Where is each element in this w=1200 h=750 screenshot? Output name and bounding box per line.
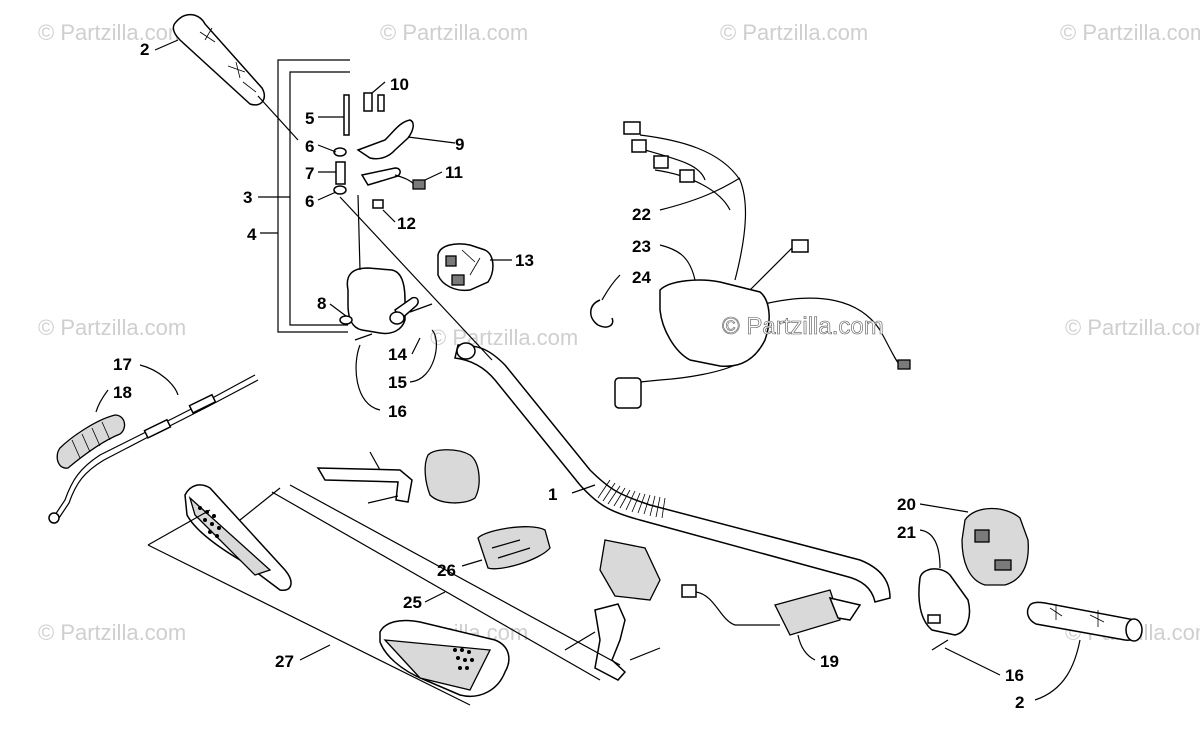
callout-19: 19 — [820, 652, 839, 671]
grip-18 — [56, 414, 126, 469]
switch-19 — [681, 584, 862, 636]
ring-24 — [590, 299, 614, 328]
callout-16: 16 — [388, 402, 407, 421]
callout-4: 4 — [247, 225, 257, 244]
callout-3: 3 — [243, 188, 252, 207]
callout-9: 9 — [455, 135, 464, 154]
washer-6a — [333, 147, 347, 157]
callout-21: 21 — [897, 523, 916, 542]
watermark: © Partzilla.com — [720, 20, 868, 45]
callout-10: 10 — [390, 75, 409, 94]
callout-7: 7 — [305, 164, 314, 183]
hand-guard-right — [379, 619, 510, 697]
callout-8: 8 — [317, 294, 326, 313]
watermark: © Partzilla.com — [38, 315, 186, 340]
callout-12: 12 — [397, 214, 416, 233]
callout-20: 20 — [897, 495, 916, 514]
callout-6: 6 — [305, 192, 314, 211]
watermark: © Partzilla.com — [430, 325, 578, 350]
callout-14: 14 — [388, 345, 407, 364]
left-grip — [172, 13, 266, 106]
right-grip — [1026, 601, 1143, 642]
callout-13: 13 — [515, 251, 534, 270]
watermark: © Partzilla.com — [380, 20, 528, 45]
watermark: © Partzilla.com — [1065, 315, 1200, 340]
callout-24: 24 — [632, 268, 651, 287]
watermark: © Partzilla.com — [38, 20, 186, 45]
callout-5: 5 — [305, 109, 314, 128]
handlebar — [454, 342, 891, 603]
switch-13 — [437, 243, 494, 292]
bushing-7 — [335, 161, 346, 185]
brake-cable — [48, 374, 259, 524]
callout-17: 17 — [113, 355, 132, 374]
callout-11: 11 — [445, 163, 463, 182]
callout-23: 23 — [632, 237, 651, 256]
callout-18: 18 — [113, 383, 132, 402]
washer-8 — [339, 315, 353, 325]
leader-lines — [95, 39, 1081, 706]
callout-22: 22 — [632, 205, 651, 224]
mount-bracket-left — [316, 449, 480, 504]
pin-5 — [343, 94, 350, 136]
callout-26: 26 — [437, 561, 456, 580]
callout-1: 1 — [548, 485, 557, 504]
callout-6: 6 — [305, 137, 314, 156]
mount-bracket-right — [564, 539, 661, 681]
lever-9 — [356, 119, 414, 160]
callout-labels: 2 10 5 9 6 7 11 3 6 12 4 13 8 14 17 15 1… — [113, 40, 1024, 712]
hand-guard-left — [184, 484, 292, 591]
watermark-overlay: © Partzilla.com — [722, 313, 884, 340]
washer-6b — [333, 185, 347, 195]
callout-15: 15 — [388, 373, 407, 392]
clip-12 — [372, 199, 384, 209]
block-10 — [363, 92, 373, 112]
callout-25: 25 — [403, 593, 422, 612]
throttle-lever-assembly — [333, 92, 426, 209]
callout-27: 27 — [275, 652, 294, 671]
throttle-housing — [339, 267, 433, 341]
callout-2: 2 — [1015, 693, 1024, 712]
control-unit — [590, 121, 911, 409]
callout-16: 16 — [1005, 666, 1024, 685]
watermark: © Partzilla.com — [1060, 20, 1200, 45]
mount-plate-26 — [477, 526, 551, 570]
callout-2: 2 — [140, 40, 149, 59]
switch-housing-right — [918, 507, 1029, 651]
watermark: © Partzilla.com — [38, 620, 186, 645]
